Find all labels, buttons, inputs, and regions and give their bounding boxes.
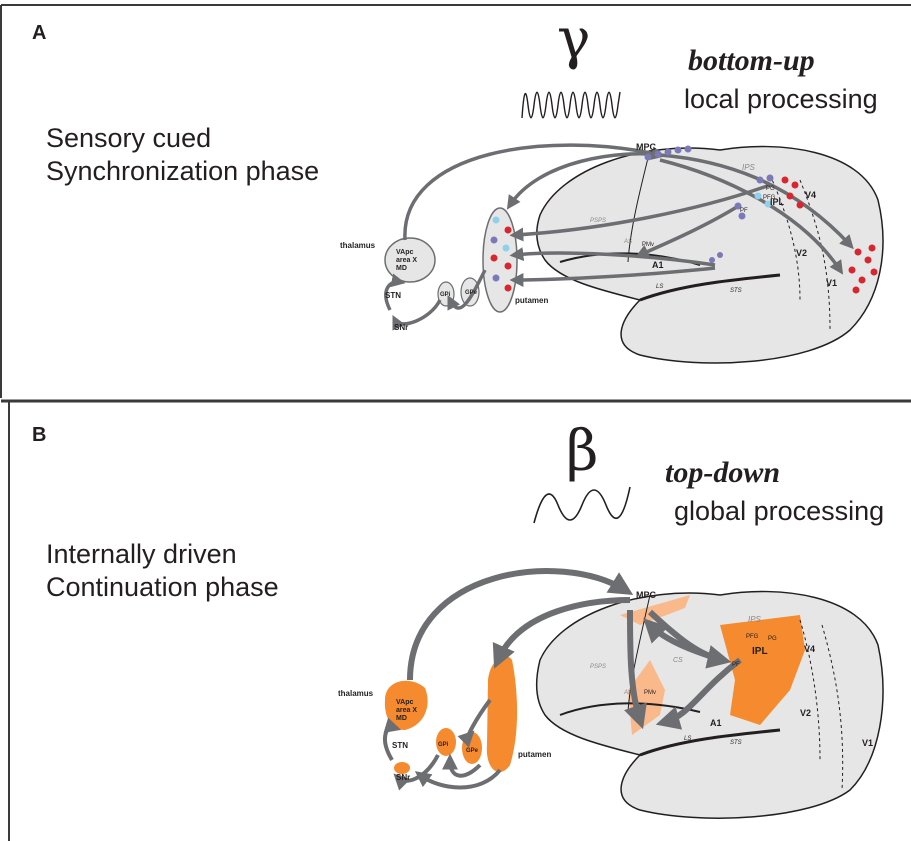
brain-diagram-a: MPC IPS PG PFG IPL PF V4 V2 V1 PSPS AS P… — [330, 135, 890, 370]
label-mpc: MPC — [636, 590, 657, 600]
label-pmv: PMv — [642, 242, 654, 248]
label-pg: PG — [766, 186, 775, 192]
processing-type-b: global processing — [674, 496, 884, 527]
label-thalamus: thalamus — [340, 241, 376, 250]
label-ips: IPS — [742, 163, 756, 172]
label-v1: V1 — [826, 278, 837, 288]
label-ips: IPS — [748, 615, 762, 624]
panel-letter-b: B — [32, 424, 46, 447]
label-areax: area X — [396, 707, 417, 714]
putamen-shape-a — [483, 208, 517, 312]
label-a1: A1 — [652, 260, 664, 270]
label-pf: PF — [740, 208, 748, 214]
label-psps: PSPS — [590, 218, 606, 224]
label-areax: area X — [396, 257, 417, 264]
label-pf: PF — [732, 662, 740, 668]
label-psps: PSPS — [590, 664, 606, 670]
label-ipl: IPL — [752, 646, 768, 657]
description-line-1: Sensory cued — [46, 122, 319, 155]
phase-description-b: Internally driven Continuation phase — [46, 538, 279, 604]
label-stn: STN — [385, 291, 401, 300]
label-a1: A1 — [710, 718, 722, 728]
label-ls: LS — [684, 736, 691, 742]
label-ls: LS — [656, 284, 663, 290]
description-line-2: Synchronization phase — [46, 155, 319, 188]
label-v2: V2 — [796, 248, 807, 258]
putamen-shape-b — [487, 656, 517, 772]
label-mpc: MPC — [636, 142, 657, 152]
label-md: MD — [396, 715, 407, 722]
description-line-2: Continuation phase — [46, 571, 279, 604]
gamma-wave-icon — [520, 84, 624, 126]
label-stn: STN — [392, 741, 408, 750]
phase-description-a: Sensory cued Synchronization phase — [46, 122, 319, 188]
label-gpe: GPe — [466, 748, 479, 754]
label-snr: SNr — [394, 323, 408, 332]
label-putamen: putamen — [515, 296, 548, 305]
processing-type-a: local processing — [684, 84, 878, 115]
label-putamen: putamen — [518, 750, 551, 759]
label-as: AS — [623, 690, 632, 696]
label-gpi: GPi — [438, 742, 449, 748]
label-ipl: IPL — [770, 197, 785, 207]
label-vapc: VApc — [396, 249, 413, 256]
label-sts: STS — [730, 288, 742, 294]
brain-diagram-b: MPC IPS CS PG PFG IPL PF V4 V2 V1 PSPS A… — [330, 550, 890, 825]
processing-mode-b: top-down — [665, 456, 780, 490]
panel-letter-a: A — [32, 22, 46, 45]
label-thalamus: thalamus — [338, 689, 374, 698]
rhythm-symbol-gamma: γ — [557, 12, 590, 68]
label-pfg: PFG — [746, 634, 759, 640]
label-md: MD — [396, 265, 407, 272]
label-pg: PG — [768, 636, 777, 642]
label-vapc: VApc — [396, 699, 413, 706]
description-line-1: Internally driven — [46, 538, 279, 571]
label-v4: V4 — [804, 644, 815, 654]
label-as: AS — [623, 239, 632, 245]
label-cs: CS — [673, 657, 683, 664]
label-v4: V4 — [805, 190, 816, 200]
cortex-b — [537, 592, 883, 819]
processing-mode-a: bottom-up — [688, 44, 815, 78]
label-v2: V2 — [800, 708, 811, 718]
label-snr: SNr — [396, 773, 410, 782]
label-pmv: PMv — [644, 690, 656, 696]
beta-wave-icon — [532, 483, 632, 527]
label-v1: V1 — [862, 738, 873, 748]
label-sts: STS — [730, 740, 742, 746]
rhythm-symbol-beta: β — [566, 424, 598, 480]
label-gpe: GPe — [465, 290, 478, 296]
label-gpi: GPi — [440, 292, 451, 298]
